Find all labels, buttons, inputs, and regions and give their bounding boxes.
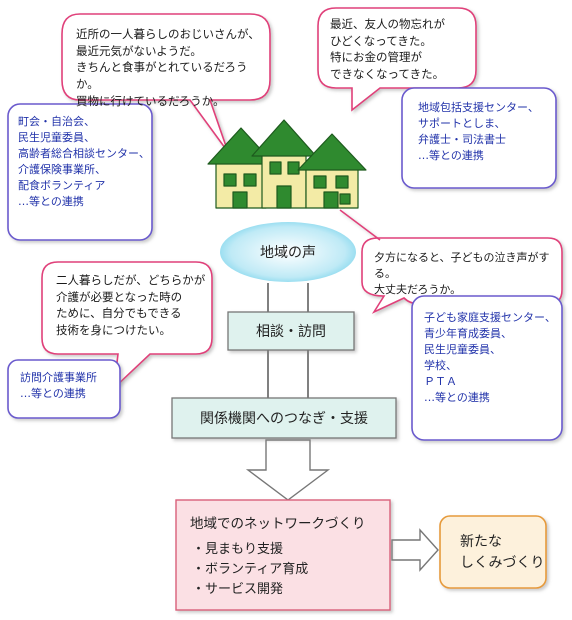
bubble-elderly-neighbor-shape xyxy=(61,13,271,153)
right-arrow xyxy=(391,528,439,572)
network-box xyxy=(175,499,391,611)
network-list: ・見まもり支援 ・ボランティア育成 ・サービス開発 xyxy=(192,540,382,600)
new-system-box xyxy=(439,515,547,589)
bubble-friend-forgetful-shape xyxy=(317,7,477,112)
bubble-two-person-household: 二人暮らしだが、どちらかが 介護が必要となった時の ために、自分でもできる 技術… xyxy=(56,273,206,338)
consult-label: 相談・訪問 xyxy=(256,324,326,340)
new-system-label: 新たな しくみづくり xyxy=(460,534,545,571)
houses-icon xyxy=(207,119,367,209)
partner-regional-box xyxy=(401,87,557,189)
bubble-child-crying-shape xyxy=(339,209,563,314)
partner-community-box xyxy=(7,103,153,241)
network-item-volunteer: ・ボランティア育成 xyxy=(192,562,309,578)
voice-label: 地域の声 xyxy=(260,245,316,261)
down-arrow xyxy=(245,439,331,501)
bubble-child-crying: 夕方になると、子どもの泣き声がする。 大丈夫だろうか。 xyxy=(374,251,550,296)
consult-box xyxy=(227,311,355,351)
partner-home-care-text: 訪問介護事業所 …等との連携 xyxy=(20,371,97,400)
partner-child-text: 子ども家庭支援センター、 青少年育成委員、 民生児童委員、 学校、 ＰＴＡ …等… xyxy=(424,311,556,404)
partner-community-text: 町会・自治会、 民生児童委員、 高齢者総合相談センター、 介護保険事業所、 配食… xyxy=(18,115,150,208)
voice-ellipse xyxy=(220,222,356,282)
partner-regional-text: 地域包括支援センター、 サポートとしま、 弁護士・司法書士 …等との連携 xyxy=(418,101,539,162)
partner-child-box xyxy=(411,295,563,441)
flow-connectors xyxy=(267,283,309,398)
network-item-service: ・サービス開発 xyxy=(192,582,284,598)
network-title: 地域でのネットワークづくり xyxy=(190,516,366,532)
connect-box xyxy=(171,397,397,439)
network-item-watch: ・見まもり支援 xyxy=(192,542,284,557)
partner-home-care-box xyxy=(7,359,121,419)
bubble-two-person-shape xyxy=(41,261,213,391)
connect-label: 関係機関へのつなぎ・支援 xyxy=(200,411,368,427)
bubble-elderly-neighbor: 近所の一人暮らしのおじいさんが、 最近元気がないようだ。 きちんと食事がとれてい… xyxy=(76,27,260,108)
bubble-friend-forgetful: 最近、友人の物忘れが ひどくなってきた。 特にお金の管理が できなくなってきた。 xyxy=(330,17,445,82)
